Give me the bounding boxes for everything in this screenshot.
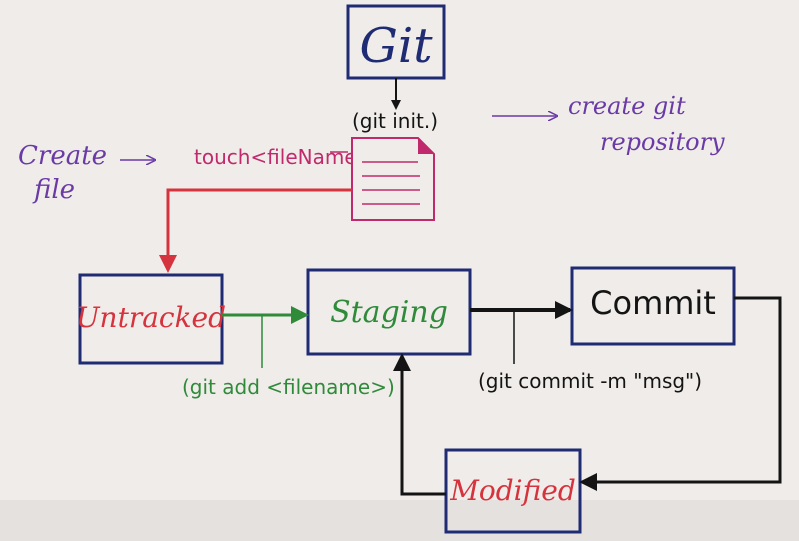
git-commit-label: (git commit -m "msg") xyxy=(478,369,702,393)
staging-label: Staging xyxy=(330,295,448,330)
create-file-line2: file xyxy=(32,175,75,205)
modified-box xyxy=(444,448,582,534)
commit-label: Commit xyxy=(590,284,716,322)
modified-label: Modified xyxy=(449,474,576,507)
untracked-box xyxy=(78,273,224,365)
paper-shadow xyxy=(0,500,799,541)
git-logo-text: Git xyxy=(360,18,434,74)
git-init-label: (git init.) xyxy=(352,109,438,133)
git-add-label: (git add <filename>) xyxy=(182,375,395,399)
create-repo-line1: create git xyxy=(568,92,686,120)
commit-to-modified-arrow xyxy=(579,296,782,491)
file-document-icon xyxy=(351,137,435,221)
create-repo-line2: repository xyxy=(600,128,725,156)
modified-to-staging-arrow xyxy=(393,353,446,496)
file-to-untracked-arrow xyxy=(159,188,352,273)
create-file-line1: Create xyxy=(18,141,107,171)
untracked-label: Untracked xyxy=(76,301,226,334)
touch-command-label: touch<fileName> xyxy=(194,145,373,169)
